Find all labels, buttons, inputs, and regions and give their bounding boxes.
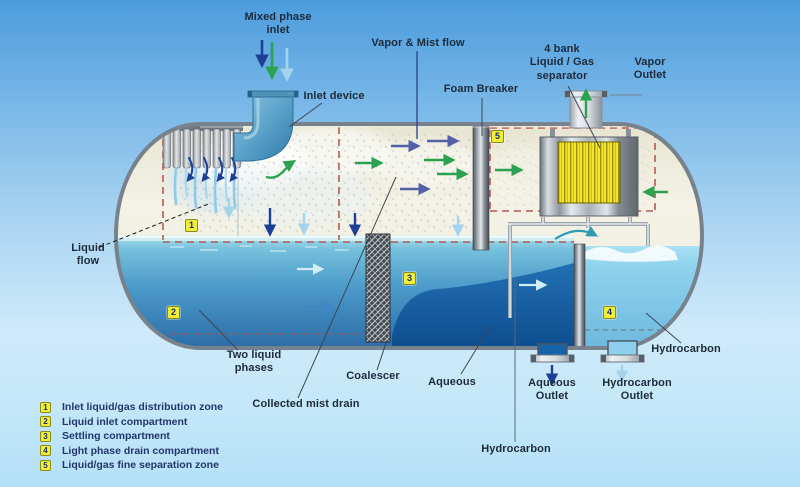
label-hydrocarbon-bottom: Hydrocarbon: [481, 443, 551, 455]
label-vapor-outlet: Vapor Outlet: [633, 56, 667, 82]
label-collected-mist-drain: Collected mist drain: [252, 398, 360, 410]
legend-badge-4: 4: [40, 445, 51, 456]
zone-badge-4: 4: [603, 306, 616, 319]
liquid-spray: [173, 157, 239, 237]
legend-text-5: Liquid/gas fine separation zone: [62, 459, 219, 471]
legend-badge-1: 1: [40, 401, 51, 413]
label-coalescer: Coalescer: [346, 370, 400, 382]
bank-separator-assembly: [508, 129, 650, 318]
label-two-liquid-phases: Two liquid phases: [226, 349, 282, 375]
legend-row-3: 3 Settling compartment: [40, 429, 223, 443]
vapor-outlet-nozzle: [564, 88, 608, 129]
zone-badge-2: 2: [167, 306, 180, 319]
foam-breaker-plate: [472, 125, 490, 251]
gas-flow-arrows: [222, 134, 668, 237]
legend-text-2: Liquid inlet compartment: [62, 415, 188, 428]
zone-badge-1: 1: [185, 219, 198, 232]
label-vapor-mist-flow: Vapor & Mist flow: [371, 37, 465, 49]
label-mixed-phase-inlet: Mixed phase inlet: [244, 11, 312, 37]
leader-lines: [99, 51, 682, 442]
hydrocarbon-outlet-nozzle: [600, 340, 645, 383]
label-bank-separator: 4 bank Liquid / Gas separator: [529, 43, 595, 82]
label-hydrocarbon-outlet: Hydrocarbon Outlet: [602, 377, 672, 403]
legend-row-1: 1 Inlet liquid/gas distribution zone: [40, 400, 223, 414]
zone-legend: 1 Inlet liquid/gas distribution zone 2 L…: [40, 400, 223, 473]
legend-text-1: Inlet liquid/gas distribution zone: [62, 401, 223, 413]
legend-text-3: Settling compartment: [62, 430, 170, 442]
legend-row-5: 5 Liquid/gas fine separation zone: [40, 458, 223, 472]
label-aqueous: Aqueous: [428, 376, 476, 388]
zone-badge-5: 5: [491, 130, 504, 143]
liquid-flow-arrows: [297, 226, 599, 313]
label-hydrocarbon-right: Hydrocarbon: [651, 343, 721, 355]
coalescer-element: [365, 233, 391, 343]
aqueous-outlet-nozzle: [530, 343, 575, 386]
legend-badge-2: 2: [40, 416, 51, 427]
mist-drain-pipes: [508, 217, 650, 318]
legend-row-4: 4 Light phase drain compartment: [40, 444, 223, 458]
inlet-pipe: [233, 90, 299, 162]
zone-badge-3: 3: [403, 272, 416, 285]
legend-badge-3: 3: [40, 430, 51, 442]
vessel-interior: [116, 124, 701, 348]
legend-badge-5: 5: [40, 459, 51, 471]
light-phase-compartment-liquid: [585, 245, 701, 348]
label-foam-breaker: Foam Breaker: [443, 83, 519, 95]
legend-text-4: Light phase drain compartment: [62, 444, 219, 457]
label-liquid-flow: Liquid flow: [71, 242, 105, 268]
label-inlet-device: Inlet device: [303, 90, 365, 102]
legend-row-2: 2 Liquid inlet compartment: [40, 415, 223, 429]
mixed-phase-inlet-arrows: [255, 40, 294, 83]
label-aqueous-outlet: Aqueous Outlet: [528, 377, 576, 403]
weir-plate: [573, 243, 586, 348]
